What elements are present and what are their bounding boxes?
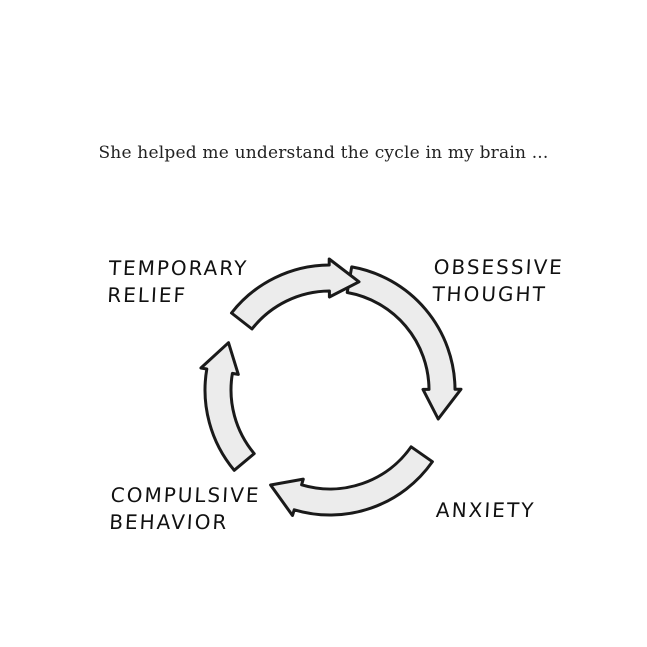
arrow-thought-to-anxiety bbox=[345, 265, 463, 421]
arrow-anxiety-to-compulsive bbox=[269, 445, 434, 517]
arrow-compulsive-to-relief bbox=[199, 341, 256, 472]
caption: She helped me understand the cycle in my… bbox=[98, 143, 549, 163]
cycle-arrows bbox=[199, 257, 463, 517]
arrow-relief-to-thought bbox=[230, 257, 361, 331]
